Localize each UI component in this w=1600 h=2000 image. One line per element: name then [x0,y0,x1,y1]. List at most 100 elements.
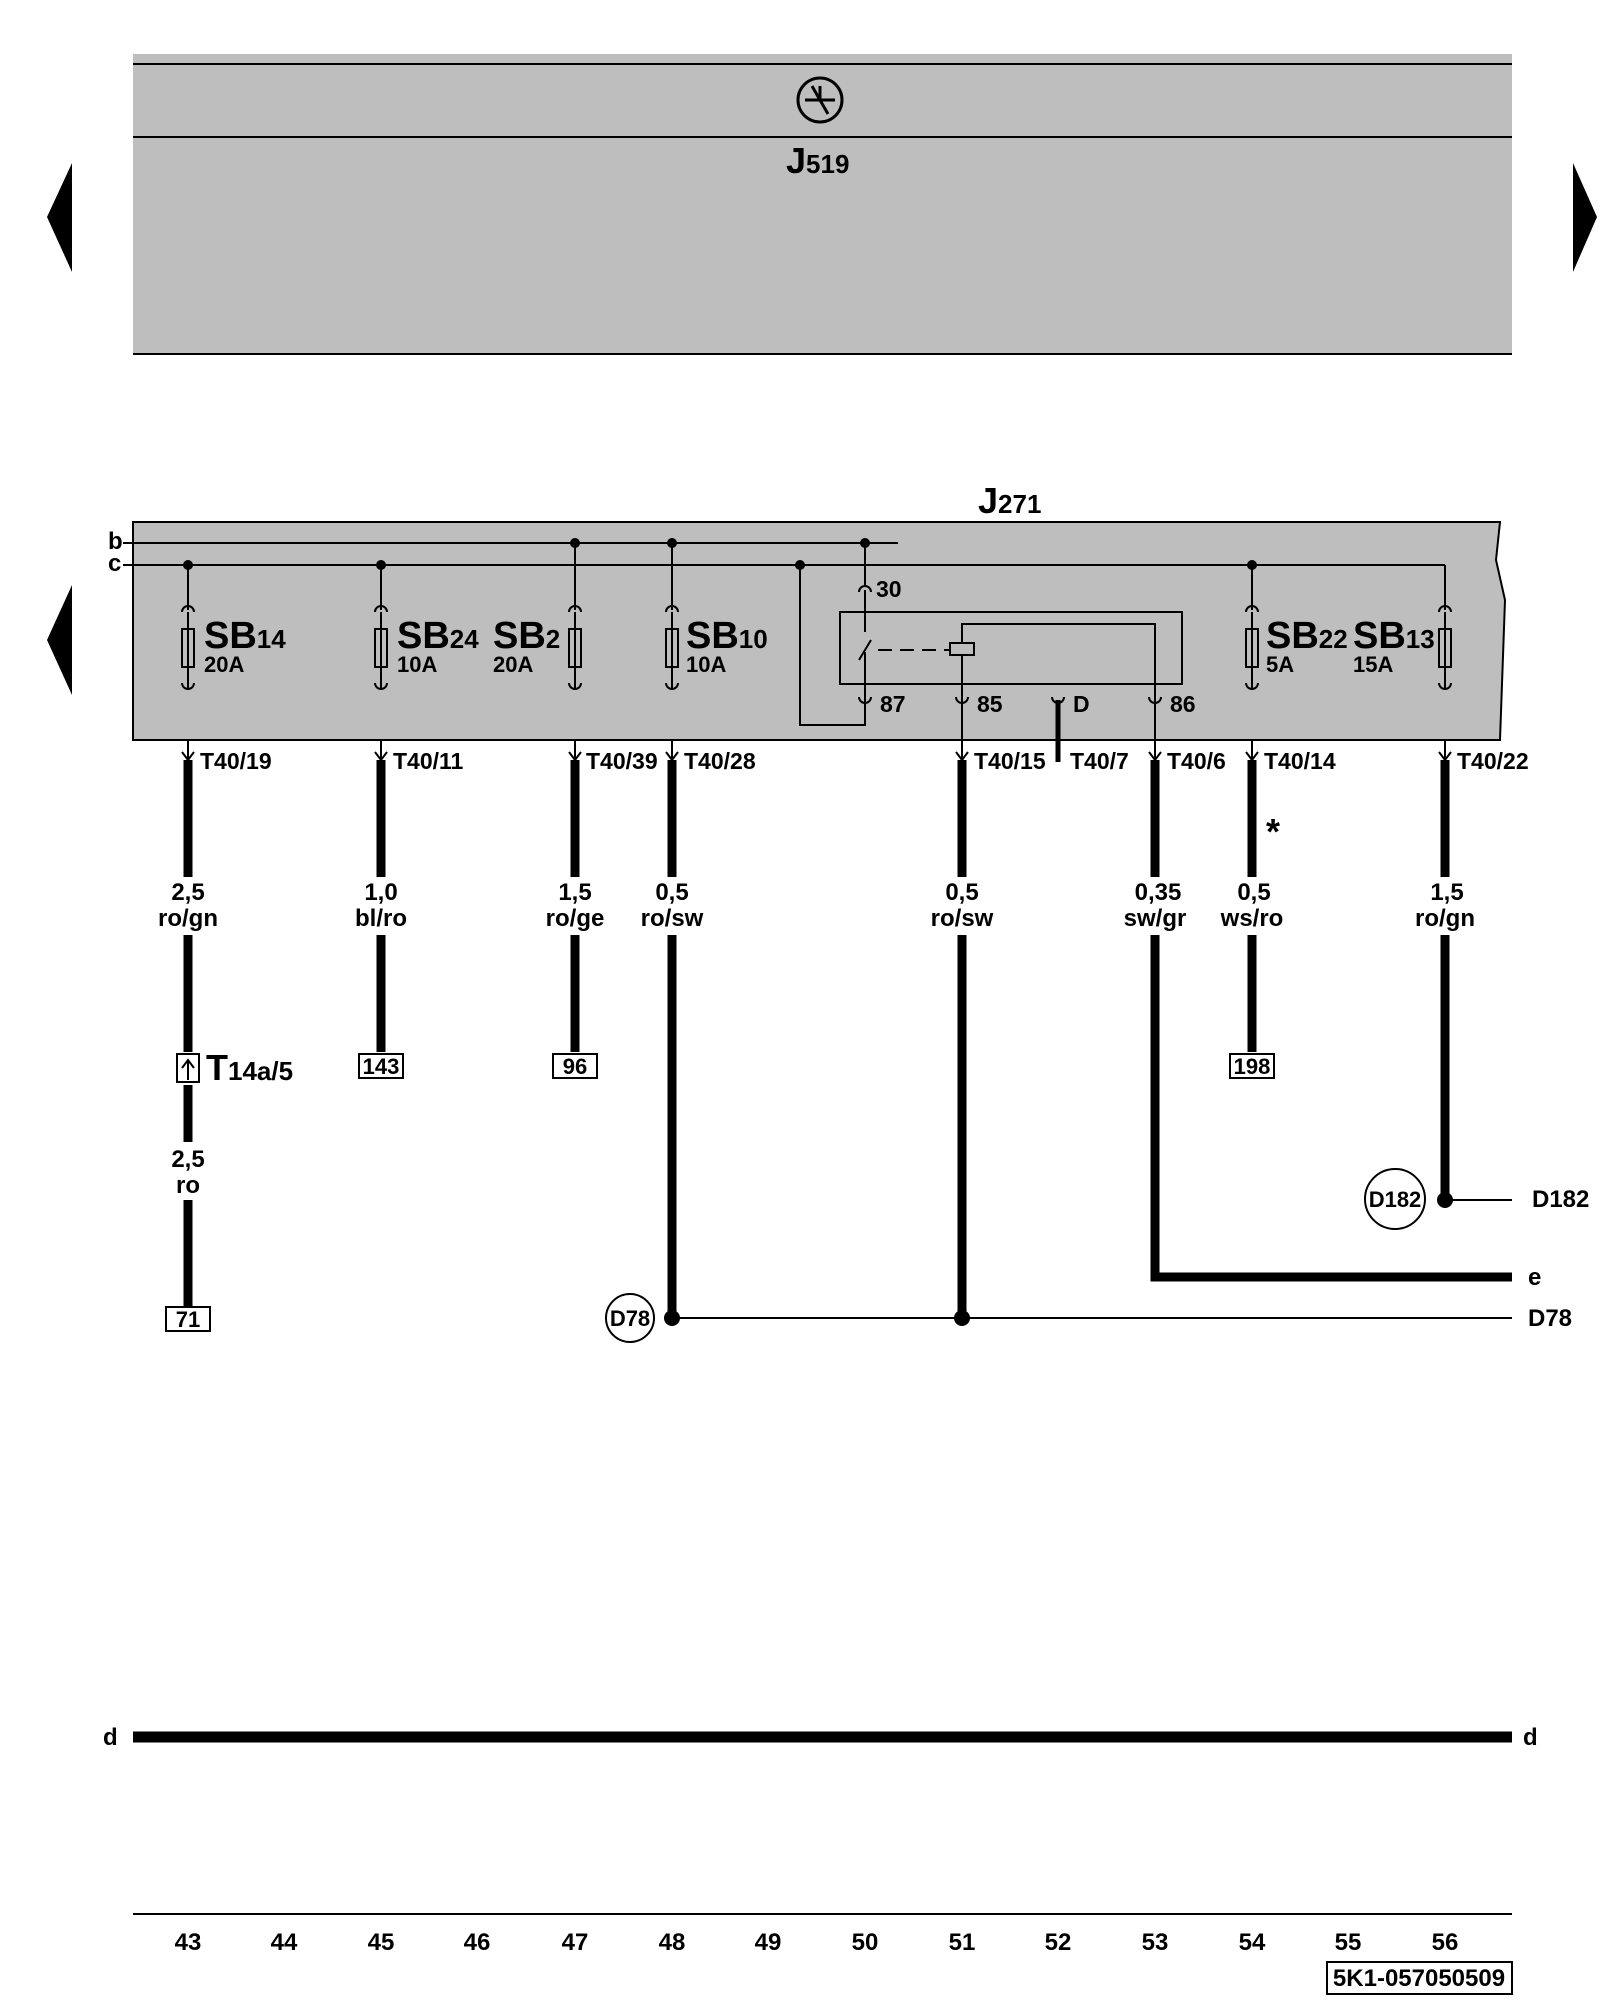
wire-color-2: bl/ro [355,905,407,932]
fuse-label-sb10: SB10 [686,615,768,657]
column-45: 45 [368,1929,395,1956]
fuse-sb14 [181,605,195,690]
j271-label: J271 [978,480,1041,521]
wire-size-1: 2,5 [171,879,204,906]
fuse-label-sb13: SB13 [1353,615,1435,657]
fuse-amp-sb10: 10A [686,652,726,677]
svg-text:D182: D182 [1369,1187,1422,1212]
wire-size-3: 1,5 [558,879,591,906]
svg-text:96: 96 [563,1054,587,1079]
column-52: 52 [1045,1929,1072,1956]
page-id-box: 5K1-057050509 [1326,1961,1513,1995]
fuse-sb10 [665,605,679,690]
control-unit-j519: J519 [133,54,1512,355]
relay-pin-86: 86 [1170,691,1196,717]
output-d78: D78 [1528,1305,1572,1332]
connector-t40-15: T40/15 [974,748,1046,774]
plug-t14a5: T14a/5 [176,1047,293,1088]
fuse-amp-sb2: 20A [493,652,533,677]
wire-size-6: 0,35 [1135,879,1182,906]
connector-t40-11: T40/11 [393,748,464,774]
wire-size-2: 1,0 [364,879,397,906]
fuse-sb22 [1245,605,1259,690]
wire-color-3: ro/ge [546,905,605,932]
connector-t40-39: T40/39 [586,748,658,774]
plug-label: T14a/5 [206,1047,293,1088]
relay-pin-87: 87 [880,691,906,717]
fuse-amp-sb14: 20A [204,652,244,677]
svg-text:198: 198 [1234,1054,1271,1079]
fuse-amp-sb13: 15A [1353,652,1393,677]
column-50: 50 [852,1929,879,1956]
column-54: 54 [1239,1929,1266,1956]
relay-k: 30 87 85 D 86 [839,576,1196,717]
output-e: e [1528,1264,1541,1291]
connector-arrows [181,700,1452,762]
triangle-left-icon[interactable] [47,163,72,272]
svg-text:D78: D78 [610,1306,650,1331]
column-46: 46 [464,1929,491,1956]
connector-t40-19: T40/19 [200,748,272,774]
column-48: 48 [659,1929,686,1956]
connector-t40-6: T40/6 [1167,748,1226,774]
bus-d-left-label: d [103,1724,118,1751]
wire-color-7: ws/ro [1220,905,1284,932]
column-51: 51 [949,1929,976,1956]
column-53: 53 [1142,1929,1169,1956]
fuse-label-sb2: SB2 [493,615,560,657]
ref-box-96: 96 [552,1053,598,1079]
relay-pin-85: 85 [977,691,1003,717]
wire-color-lower: ro [176,1172,200,1199]
ref-box-71: 71 [165,1306,211,1332]
splice-d78: D78 [605,1293,655,1343]
note-asterisk: * [1266,811,1280,852]
wire-size-8: 1,5 [1430,879,1463,906]
column-44: 44 [271,1929,298,1956]
bus-c-label: c [108,550,121,577]
column-47: 47 [562,1929,589,1956]
ref-box-198: 198 [1229,1053,1275,1079]
relay-pin-d: D [1073,691,1090,717]
fuse-label-sb22: SB22 [1266,615,1348,657]
relay-unit-j271: J271 b c [108,480,1507,741]
bus-b-label: b [108,528,123,555]
fuse-sb2 [568,605,582,690]
ref-box-143: 143 [358,1053,404,1079]
connector-t40-28: T40/28 [684,748,756,774]
column-43: 43 [175,1929,202,1956]
fuse-sb13 [1438,605,1452,690]
fuse-label-sb24: SB24 [397,615,479,657]
wire-color-5: ro/sw [931,905,994,932]
page-id: 5K1-057050509 [1333,1965,1505,1992]
triangle-left-icon[interactable] [47,585,72,695]
fuse-label-sb14: SB14 [204,615,286,657]
fuse-amp-sb22: 5A [1266,652,1294,677]
fuse-sb24 [374,605,388,690]
wire-size-5: 0,5 [945,879,978,906]
j519-label: J519 [786,140,849,181]
wire-size-4: 0,5 [655,879,688,906]
wire-size-lower: 2,5 [171,1146,204,1173]
connector-t40-7: T40/7 [1070,748,1129,774]
splice-d182: D182 [1364,1168,1426,1230]
connector-t40-14: T40/14 [1264,748,1336,774]
bus-d-right-label: d [1523,1724,1538,1751]
wire-color-8: ro/gn [1415,905,1475,932]
wire-color-1: ro/gn [158,905,218,932]
fuse-amp-sb24: 10A [397,652,437,677]
wires [183,760,1512,1318]
column-55: 55 [1335,1929,1362,1956]
connector-t40-22: T40/22 [1457,748,1529,774]
wire-size-7: 0,5 [1237,879,1270,906]
wire-color-4: ro/sw [641,905,704,932]
column-49: 49 [755,1929,782,1956]
relay-pin-30: 30 [876,576,902,602]
wire-color-6: sw/gr [1124,905,1187,932]
earth-ground-symbol-icon [796,76,844,124]
svg-text:143: 143 [363,1054,400,1079]
column-56: 56 [1432,1929,1459,1956]
triangle-right-icon[interactable] [1573,163,1597,272]
svg-text:71: 71 [176,1307,200,1332]
output-d182: D182 [1532,1186,1589,1213]
